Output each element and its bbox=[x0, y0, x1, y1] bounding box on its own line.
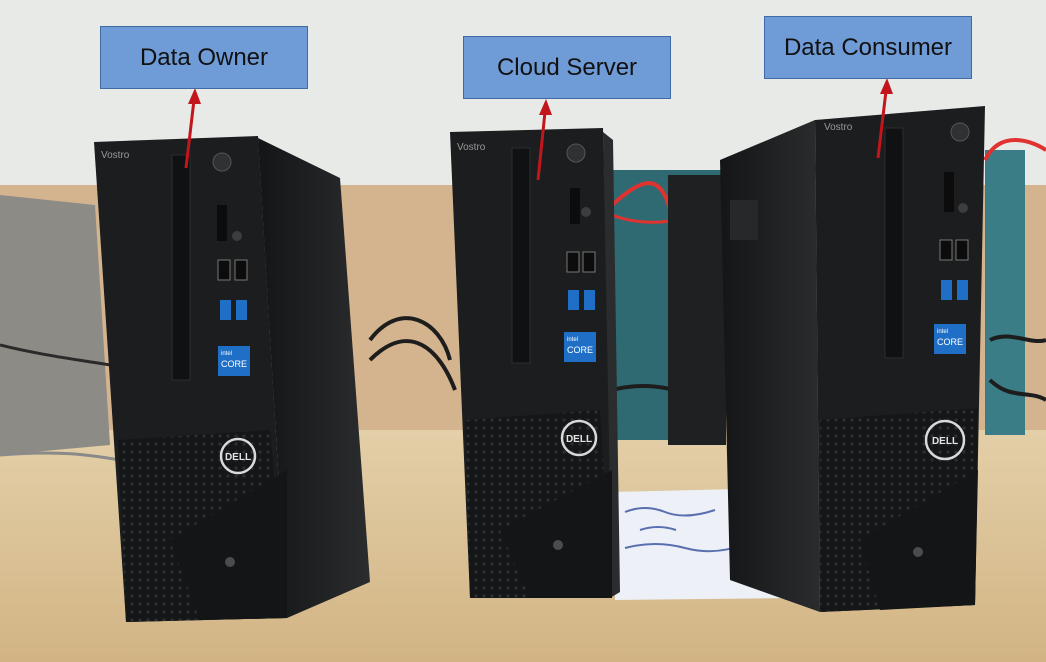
vostro-text: Vostro bbox=[457, 142, 486, 153]
computer-cloud-server: intel CORE DELL Vostro bbox=[450, 128, 620, 598]
teal-panel-right bbox=[985, 150, 1025, 435]
core-text: CORE bbox=[937, 337, 963, 347]
label-data-consumer: Data Consumer bbox=[764, 16, 972, 79]
core-text: CORE bbox=[567, 345, 593, 355]
dell-logo-text: DELL bbox=[566, 434, 592, 445]
vostro-text: Vostro bbox=[824, 122, 853, 133]
intel-text: intel bbox=[937, 329, 948, 335]
computer-data-owner: intel CORE DELL Vostro bbox=[94, 136, 370, 622]
grey-box bbox=[0, 195, 110, 455]
label-data-owner: Data Owner bbox=[100, 26, 308, 89]
intel-sticker bbox=[564, 332, 596, 362]
dell-logo-ring bbox=[560, 419, 598, 457]
arrow-cloud-server bbox=[536, 99, 552, 181]
label-cloud-server: Cloud Server bbox=[463, 36, 671, 99]
computer-data-consumer: intel CORE DELL Vostro bbox=[720, 106, 985, 612]
dell-logo-ring bbox=[924, 419, 966, 461]
intel-sticker bbox=[934, 324, 966, 354]
dell-logo-text: DELL bbox=[932, 436, 958, 447]
dell-logo-ring bbox=[219, 437, 257, 475]
arrow-data-owner bbox=[184, 88, 201, 169]
back-device bbox=[668, 175, 726, 445]
core-text: CORE bbox=[221, 359, 247, 369]
dell-logo-text: DELL bbox=[225, 452, 251, 463]
intel-text: intel bbox=[221, 351, 232, 357]
intel-sticker bbox=[218, 346, 250, 376]
vostro-text: Vostro bbox=[101, 150, 130, 161]
arrow-data-consumer bbox=[876, 78, 893, 159]
intel-text: intel bbox=[567, 337, 578, 343]
